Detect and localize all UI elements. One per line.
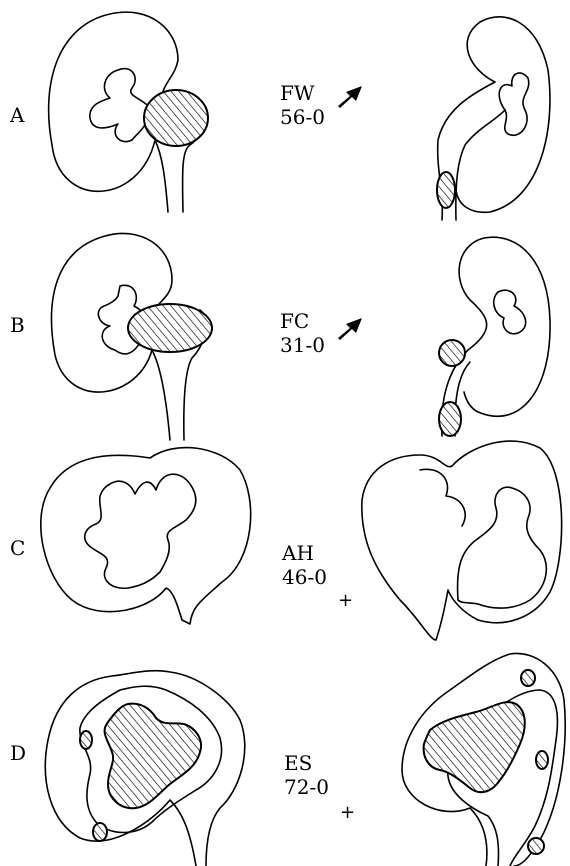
caption-d-value: 72-0 bbox=[284, 775, 329, 799]
kidney-c-after bbox=[362, 441, 562, 640]
lesion-d-before-left bbox=[80, 731, 92, 749]
caption-a-value: 56-0 bbox=[280, 105, 325, 129]
caption-b-code: FC bbox=[280, 309, 309, 333]
lesion-d-after-large bbox=[424, 702, 525, 792]
lesion-d-before-large bbox=[105, 704, 201, 809]
plus-marker-c: + bbox=[338, 590, 353, 611]
caption-d-code: ES bbox=[284, 751, 312, 775]
caption-b-value: 31-0 bbox=[280, 333, 325, 357]
kidney-a-before bbox=[49, 12, 208, 212]
kidney-c-before bbox=[41, 448, 251, 624]
caption-c-value: 46-0 bbox=[282, 565, 327, 589]
lesion-b-before bbox=[128, 304, 212, 352]
lesion-d-after-bottom bbox=[528, 838, 544, 854]
caption-c-code: AH bbox=[281, 541, 314, 565]
caption-a-code: FW bbox=[280, 81, 315, 105]
lesion-b-after-upper bbox=[439, 340, 465, 366]
lesion-a-before bbox=[144, 90, 208, 146]
kidney-b-after bbox=[439, 237, 550, 436]
arrow-icon-b bbox=[338, 318, 362, 340]
row-label-a: A bbox=[9, 103, 25, 127]
kidney-b-before bbox=[52, 233, 212, 440]
kidney-a-after bbox=[437, 17, 550, 220]
lesion-a-after bbox=[437, 172, 455, 208]
lesion-d-before-bottom bbox=[93, 823, 107, 841]
kidney-d-before bbox=[45, 671, 244, 866]
plus-marker-d: + bbox=[340, 802, 355, 823]
row-label-b: B bbox=[10, 313, 25, 337]
lesion-d-after-top bbox=[521, 670, 535, 686]
lesion-d-after-right bbox=[536, 751, 548, 769]
row-label-c: C bbox=[10, 536, 25, 560]
lesion-b-after-lower bbox=[439, 402, 461, 436]
arrow-icon-a bbox=[338, 86, 362, 108]
row-label-d: D bbox=[10, 741, 26, 765]
kidney-d-after bbox=[402, 653, 565, 866]
